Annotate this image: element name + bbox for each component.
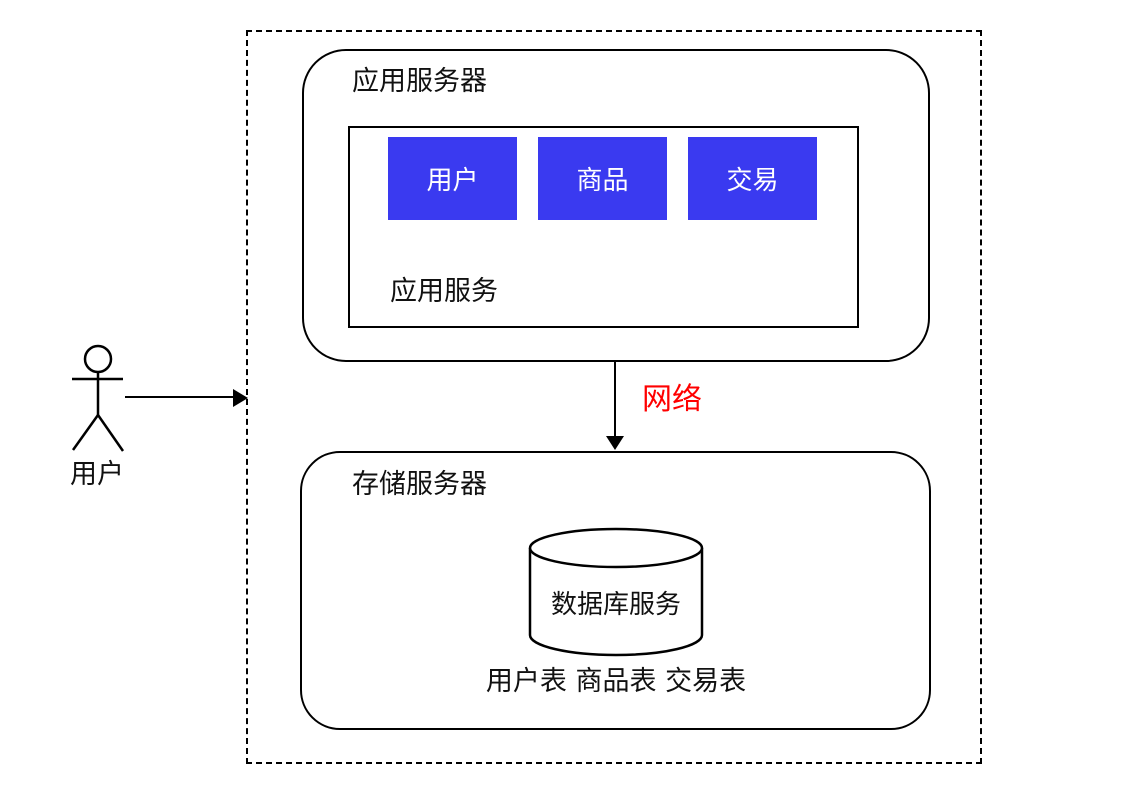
app-services-label: 应用服务 — [390, 276, 498, 307]
actor-label: 用户 — [70, 459, 124, 490]
tables-label: 用户表 商品表 交易表 — [485, 666, 747, 697]
service-box-goods-label: 商品 — [576, 166, 629, 196]
arrow-down-icon — [606, 436, 624, 450]
system-boundary — [246, 30, 982, 764]
service-box-user: 用户 — [388, 137, 517, 220]
service-box-trade-label: 交易 — [726, 166, 779, 196]
service-box-goods: 商品 — [538, 137, 667, 220]
actor-icon — [71, 344, 125, 452]
database-cylinder-icon — [528, 527, 704, 657]
arrow-right-icon — [233, 389, 248, 407]
service-box-trade: 交易 — [688, 137, 817, 220]
arrow-right-line — [125, 396, 235, 398]
service-box-user-label: 用户 — [426, 166, 479, 196]
database-label: 数据库服务 — [550, 590, 681, 620]
arrow-down-line — [614, 362, 616, 436]
app-server-title: 应用服务器 — [352, 66, 487, 97]
network-label: 网络 — [642, 382, 702, 417]
storage-server-title: 存储服务器 — [352, 469, 487, 500]
